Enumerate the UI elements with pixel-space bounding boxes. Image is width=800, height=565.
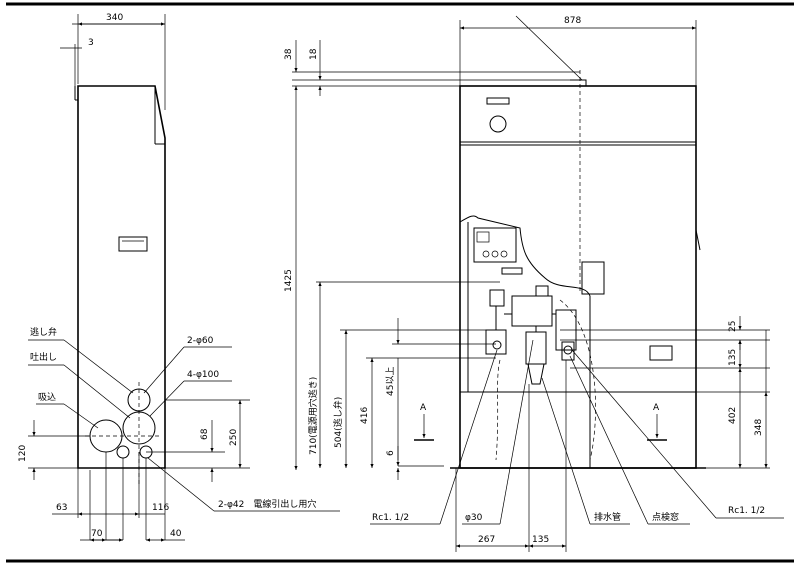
dim-b267: 267: [478, 535, 495, 545]
dim-b135: 135: [532, 535, 549, 545]
dim-offset-116: 116: [152, 503, 169, 513]
hole-phi42-left: [116, 445, 130, 459]
dim-side-lip: 3: [88, 38, 94, 48]
side-handle: [118, 236, 148, 252]
section-a-left: A: [420, 403, 427, 413]
dim-outlet-h: 68: [200, 428, 210, 440]
dim-power-hole: 710(電源用穴逃き): [307, 377, 319, 455]
dim-r135: 135: [728, 349, 738, 366]
dim-outlet-center-h: 250: [229, 429, 239, 446]
front-view: A A 878 38 18 1425 710(電源用穴逃き) 504(逃し弁) …: [284, 15, 784, 552]
dim-inlet-h: 120: [18, 445, 28, 462]
label-hole42: 2-φ42 電線引出し用穴: [218, 498, 316, 510]
dim-offset-40: 40: [170, 529, 182, 539]
label-vent: 逃し弁: [30, 326, 57, 338]
dim-r348: 348: [754, 419, 764, 436]
dim-side-width: 340: [106, 13, 123, 23]
side-view: 340 3 逃し弁 吐出し 吸込 2-φ60 4-φ100 2-φ42 電線引出…: [18, 13, 340, 542]
nameplate: [486, 97, 510, 105]
front-view-body: [459, 85, 697, 469]
dim-front-width: 878: [564, 16, 581, 26]
terminal-box: [581, 261, 605, 295]
dim-r402: 402: [728, 407, 738, 424]
label-drain: 排水管: [594, 511, 621, 523]
label-hole100: 4-φ100: [187, 370, 219, 380]
label-discharge: 吐出し: [30, 351, 57, 363]
dim-top-18: 18: [309, 48, 319, 60]
indicator-lamp: [489, 115, 507, 133]
label-rc-right: Rc1. 1/2: [728, 506, 765, 516]
label-phi30: φ30: [465, 513, 483, 523]
dim-left-offset: 63: [56, 503, 67, 513]
label-inspection: 点検窓: [652, 511, 679, 523]
label-hole60: 2-φ60: [187, 336, 214, 346]
cutaway-edge: [459, 215, 696, 393]
dim-r25: 25: [728, 321, 738, 332]
dim-spacing-70: 70: [91, 529, 103, 539]
label-suction: 吸込: [38, 392, 56, 403]
dim-vent-hole: 504(逃し弁): [332, 397, 344, 448]
pump-assembly: [485, 285, 596, 461]
dim-h6: 6: [386, 450, 396, 456]
side-view-body: [77, 85, 166, 469]
dim-top-38: 38: [284, 48, 294, 60]
dim-h45: 45以上: [385, 367, 396, 396]
label-rc-left: Rc1. 1/2: [372, 513, 409, 523]
section-a-right: A: [653, 403, 660, 413]
dim-h416: 416: [360, 407, 370, 424]
dim-total-h: 1425: [284, 269, 294, 292]
control-box: [473, 227, 517, 263]
